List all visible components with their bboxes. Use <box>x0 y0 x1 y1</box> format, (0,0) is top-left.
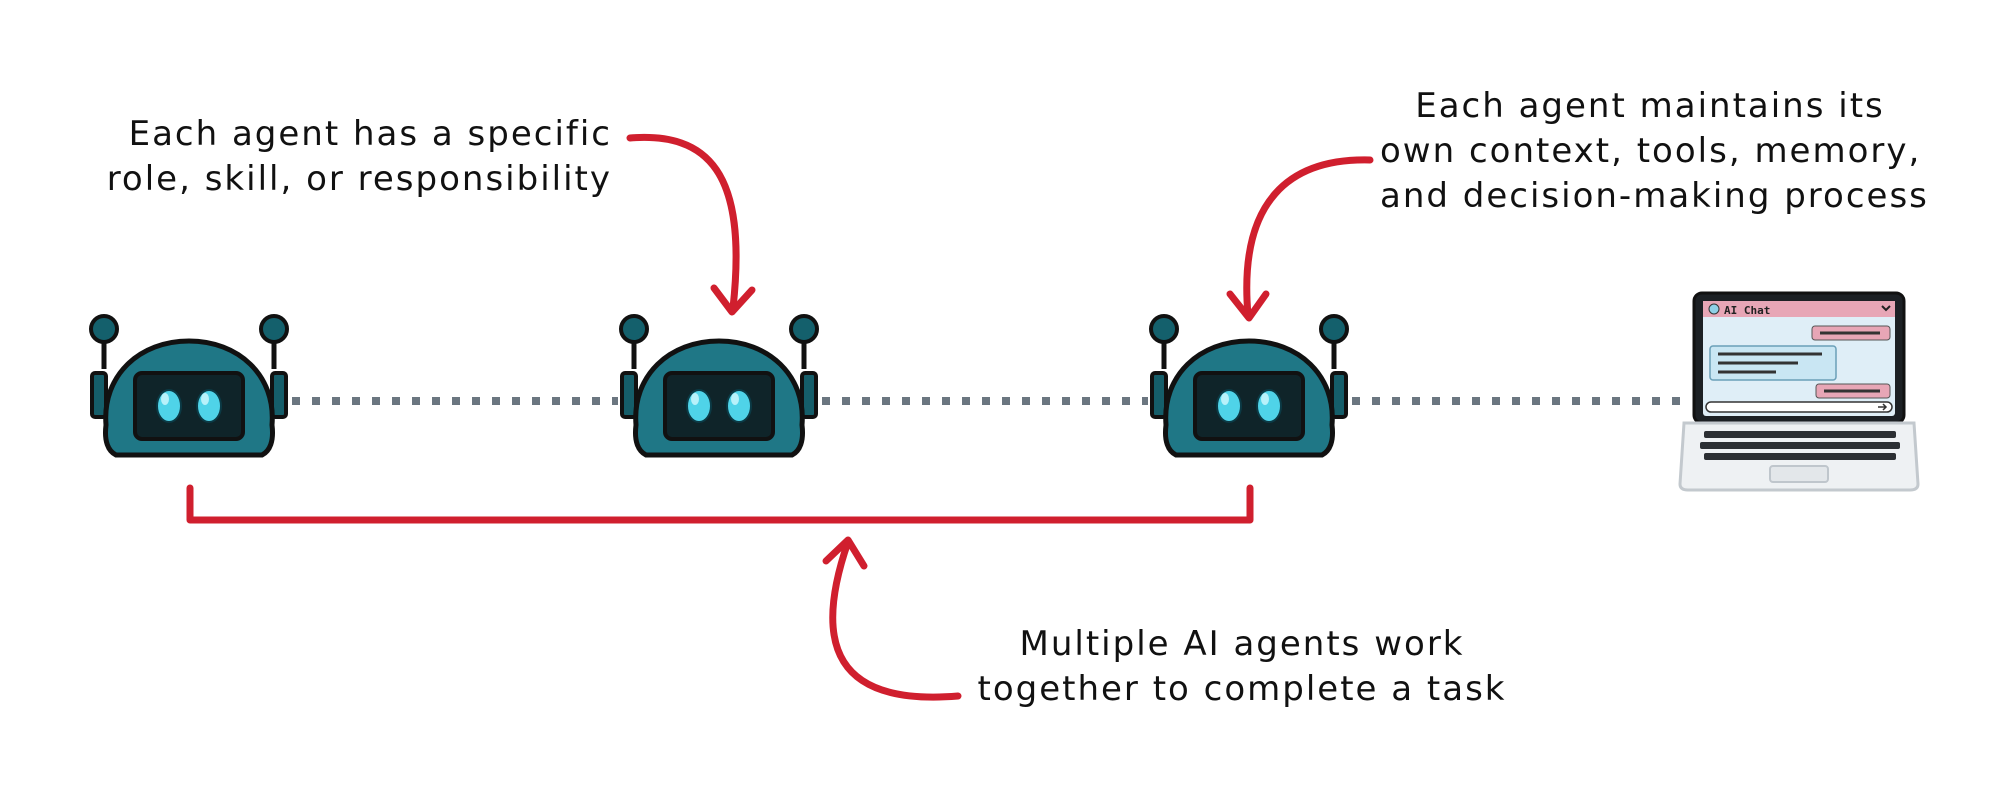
annotation-line: and decision-making process <box>1380 176 1929 216</box>
annotation-line: Each agent has a specific <box>128 114 612 154</box>
annotation-multi-agent: Multiple AI agents work together to comp… <box>962 622 1522 712</box>
annotation-line: Each agent maintains its <box>1415 86 1885 126</box>
annotation-line: together to complete a task <box>977 669 1507 709</box>
chat-bubble-icon <box>1708 303 1720 315</box>
arrowhead-multi <box>822 536 868 570</box>
annotation-agent-role: Each agent has a specific role, skill, o… <box>100 112 612 202</box>
annotation-agent-context: Each agent maintains its own context, to… <box>1380 84 1929 219</box>
robot-head-icon <box>621 316 817 455</box>
arrow-context-to-robot <box>1243 156 1374 319</box>
arrow-multi-to-bracket <box>829 538 962 701</box>
laptop-window-title: AI Chat <box>1724 304 1770 317</box>
robot-head-icon <box>91 316 287 455</box>
annotation-line: role, skill, or responsibility <box>106 159 612 199</box>
laptop-icon: AI Chat <box>1678 291 1920 492</box>
group-bracket <box>186 484 1254 524</box>
robot-head-icon <box>1151 316 1347 455</box>
chevron-down-icon <box>1881 305 1891 312</box>
arrow-role-to-robot <box>626 133 740 312</box>
annotation-line: Multiple AI agents work <box>1019 624 1465 664</box>
annotation-line: own context, tools, memory, <box>1380 131 1922 171</box>
arrowhead-role <box>710 284 756 316</box>
arrowhead-context <box>1226 290 1270 322</box>
